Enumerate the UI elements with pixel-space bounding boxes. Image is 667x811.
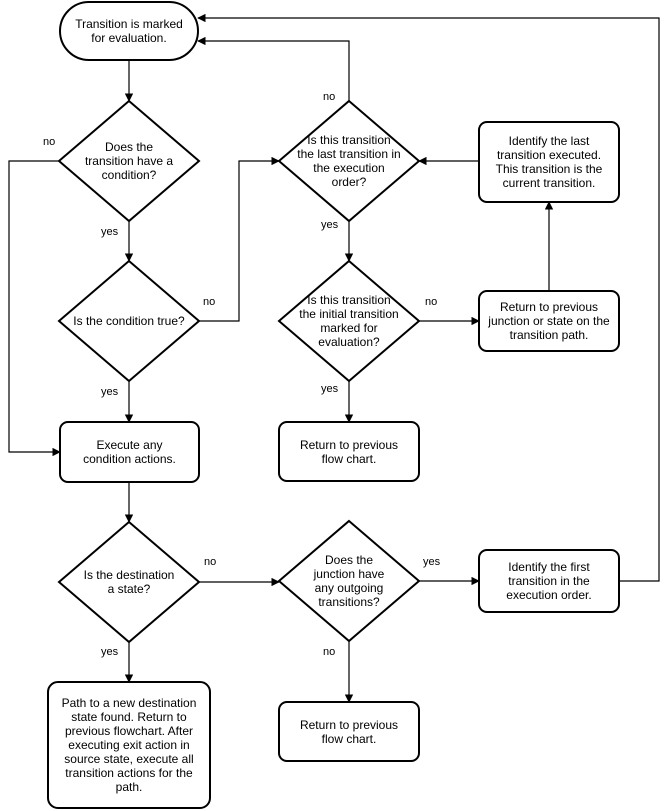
edge-label-true-no: no	[203, 296, 216, 308]
return-prev-junction-label: Return to previous junction or state on …	[488, 300, 610, 342]
condition-true-label: Is the condition true?	[73, 314, 185, 328]
edge-condition-true-no	[199, 156, 280, 322]
edge-label-junction-yes: yes	[423, 556, 441, 568]
new-dest-label: Path to a new destination state found. R…	[61, 696, 197, 794]
return-flow-2-label: Return to previous flow chart.	[299, 717, 399, 746]
edge-last-no	[197, 36, 350, 101]
edge-has-condition-no	[8, 160, 61, 457]
return-flow-1-label: Return to previous flow chart.	[299, 437, 399, 466]
edge-label-last-yes: yes	[321, 219, 339, 231]
dest-state-label: Is the destination a state?	[83, 568, 175, 596]
edge-label-initial-no: no	[425, 296, 438, 308]
edge-label-initial-yes: yes	[321, 383, 339, 395]
edge-label-true-yes: yes	[101, 386, 119, 398]
has-condition-label: Does the transition have a condition?	[84, 140, 174, 182]
edge-label-junction-no: no	[323, 646, 336, 658]
junction-outgoing-label: Does the junction have any outgoing tran…	[313, 553, 385, 609]
identify-first-label: Identify the first transition in the exe…	[506, 560, 592, 602]
last-transition-label: Is this transition the last transition i…	[297, 133, 401, 189]
edge-label-dest-yes: yes	[101, 646, 119, 658]
edge-identify-first-to-start	[197, 13, 660, 582]
start-label: Transition is marked for evaluation.	[75, 17, 183, 45]
edge-label-last-no: no	[323, 91, 336, 103]
execute-actions-label: Execute any condition actions.	[83, 438, 176, 466]
edge-label-cond-no: no	[43, 136, 56, 148]
initial-transition-label: Is this transition the initial transitio…	[299, 293, 399, 349]
edge-label-dest-no: no	[204, 556, 217, 568]
identify-last-label: Identify the last transition executed. T…	[495, 134, 603, 190]
edge-label-cond-yes: yes	[101, 226, 119, 238]
